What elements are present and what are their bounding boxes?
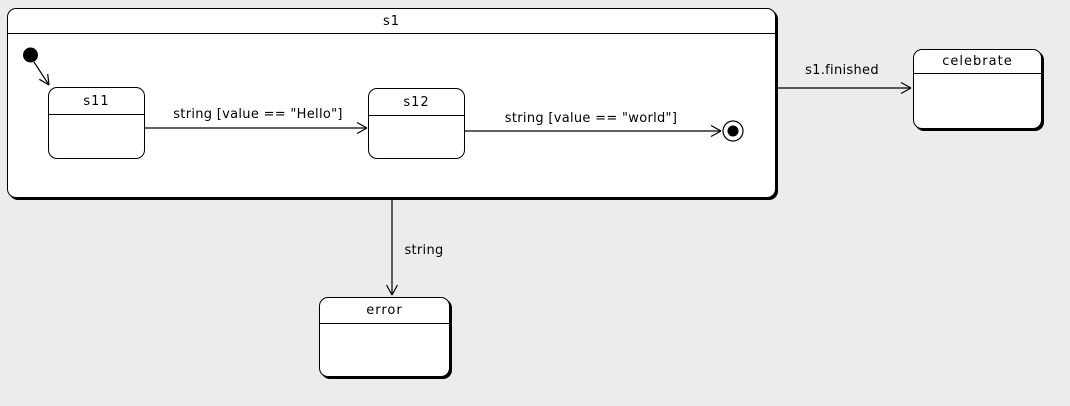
- state-s1-title: s1: [8, 9, 775, 34]
- state-s12-title: s12: [369, 89, 464, 116]
- state-celebrate[interactable]: celebrate: [913, 49, 1042, 129]
- transition-label-s1-celebrate[interactable]: s1.finished: [805, 63, 879, 78]
- state-error-title: error: [320, 298, 449, 324]
- state-celebrate-title: celebrate: [914, 50, 1041, 74]
- transition-label-s1-error[interactable]: string: [404, 243, 444, 258]
- state-error[interactable]: error: [319, 297, 450, 377]
- transition-label-s12-final[interactable]: string [value == "world"]: [504, 111, 678, 126]
- state-s11-title: s11: [49, 88, 144, 115]
- transition-label-s11-s12[interactable]: string [value == "Hello"]: [173, 107, 343, 122]
- state-s11[interactable]: s11: [48, 87, 145, 159]
- state-s12[interactable]: s12: [368, 88, 465, 159]
